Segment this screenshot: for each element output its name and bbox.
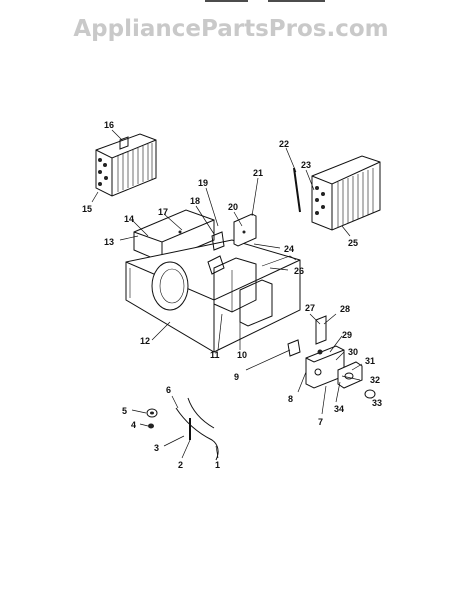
callout-17: 17: [158, 207, 168, 217]
callout-31: 31: [365, 356, 375, 366]
callout-30: 30: [348, 347, 358, 357]
callout-5: 5: [122, 406, 127, 416]
callout-labels: 16 15 14 13 17 18 19 20 21 22 23 24 25 2…: [82, 120, 382, 470]
callout-20: 20: [228, 202, 238, 212]
callout-6: 6: [166, 385, 171, 395]
condenser-coil-part: [311, 155, 381, 231]
callout-13: 13: [104, 237, 114, 247]
callout-26: 26: [294, 266, 304, 276]
callout-18: 18: [190, 196, 200, 206]
callout-32: 32: [370, 375, 380, 385]
callout-23: 23: [301, 160, 311, 170]
control-assembly-part: [287, 315, 376, 399]
callout-21: 21: [253, 168, 263, 178]
callout-14: 14: [124, 214, 134, 224]
callout-24: 24: [284, 244, 294, 254]
callout-3: 3: [154, 443, 159, 453]
callout-7: 7: [318, 417, 323, 427]
callout-33: 33: [372, 398, 382, 408]
callout-34: 34: [334, 404, 344, 414]
callout-15: 15: [82, 204, 92, 214]
evaporator-coil-part: [95, 133, 157, 197]
callout-16: 16: [104, 120, 114, 130]
callout-19: 19: [198, 178, 208, 188]
leader-lines: [91, 129, 372, 459]
callout-25: 25: [348, 238, 358, 248]
callout-1: 1: [215, 460, 220, 470]
callout-9: 9: [234, 372, 239, 382]
callout-10: 10: [237, 350, 247, 360]
base-pan-part: [125, 239, 301, 353]
rod-part: [293, 167, 301, 213]
top-panel-part: [133, 209, 215, 263]
callout-29: 29: [342, 330, 352, 340]
watermark-text: AppliancePartsPros.com: [73, 16, 388, 42]
callout-12: 12: [140, 336, 150, 346]
power-cord-part: [146, 397, 219, 461]
callout-2: 2: [178, 460, 183, 470]
callout-28: 28: [340, 304, 350, 314]
callout-4: 4: [131, 420, 136, 430]
callout-22: 22: [279, 139, 289, 149]
callout-11: 11: [210, 350, 220, 360]
callout-8: 8: [288, 394, 293, 404]
callout-27: 27: [305, 303, 315, 313]
